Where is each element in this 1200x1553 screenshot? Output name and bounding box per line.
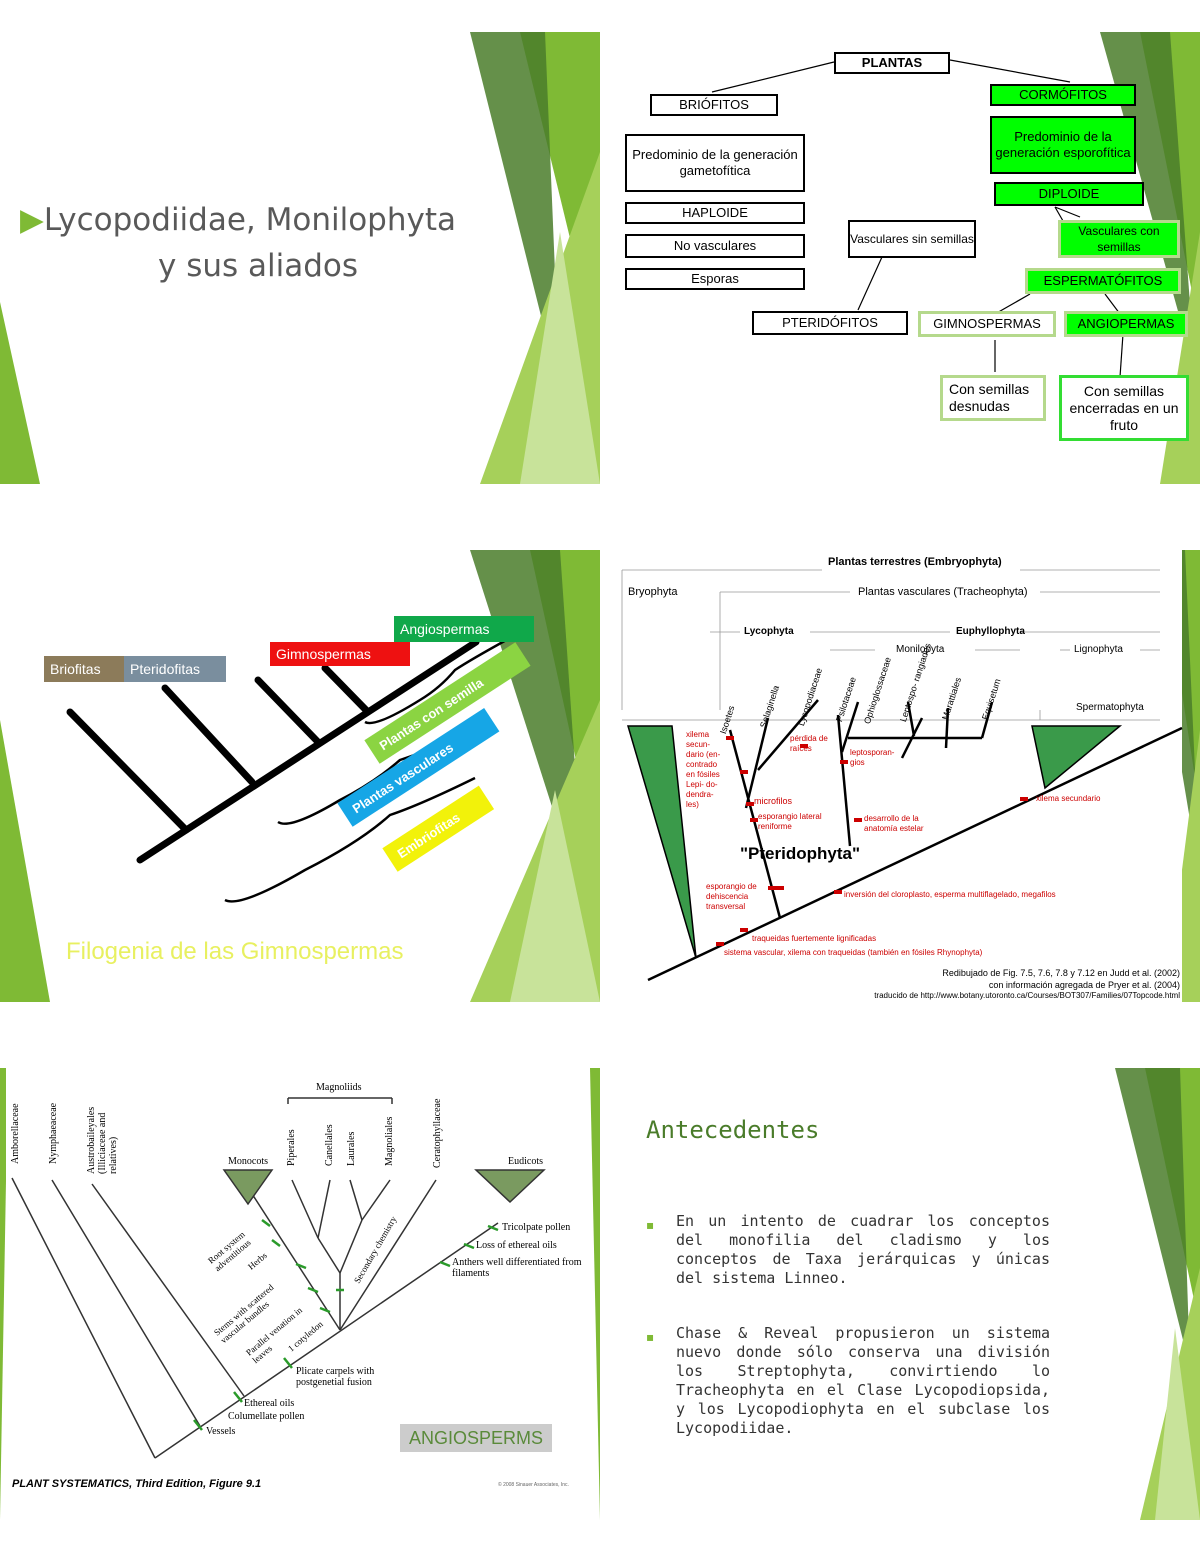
espermatofitos-box: ESPERMATÓFITOS <box>1025 268 1181 294</box>
slide-title-line1: ▶Lycopodiidae, Monilophyta <box>20 202 457 238</box>
con-semillas-encerradas-box: Con semillas encerradas en un fruto <box>1059 375 1189 441</box>
pteridophyta-label: "Pteridophyta" <box>740 844 861 863</box>
plantas-box: PLANTAS <box>834 52 950 74</box>
gimnospermas-tag: Gimnospermas <box>270 642 410 666</box>
slide-caption: Filogenia de las Gimnospermas <box>66 938 404 965</box>
monilophyta-label: Monilopyta <box>896 644 945 655</box>
slide-gymnosperm-phylogeny: Plantas con semilla Plantas vasculares E… <box>0 550 600 1002</box>
angiopermas-box: ANGIOPERMAS <box>1064 311 1188 337</box>
briofitos-box: BRIÓFITOS <box>650 94 778 116</box>
char-ethereal-oils: Ethereal oils <box>244 1398 295 1409</box>
figure-copyright: © 2008 Sinauer Associates, Inc. <box>498 1482 569 1488</box>
cormofitos-box: CORMÓFITOS <box>990 84 1136 106</box>
angiosperms-label: ANGIOSPERMS <box>400 1424 552 1452</box>
green-decoration <box>1115 1068 1200 1520</box>
section-heading: Antecedentes <box>646 1116 820 1144</box>
cladogram: Plantas con semilla Plantas vasculares E… <box>66 636 531 903</box>
triangle-bullet-icon: ▶ <box>20 202 44 238</box>
monocots-label: Monocots <box>228 1156 268 1167</box>
tracheophyta-label: Plantas vasculares (Tracheophyta) <box>858 586 1028 598</box>
char-perdida-raices: pérdida de raíces <box>790 734 828 753</box>
slide-angiosperm-phylogeny: Amborellaceae Nymphaeaceae Austrobaileya… <box>0 1068 600 1520</box>
vasculares-sin-semillas-box: Vasculares sin semillas <box>848 220 976 258</box>
pteridophyta-tree <box>621 569 1183 982</box>
bullet-icon: ▪ <box>646 1218 655 1232</box>
vasculares-con-semillas-box: Vasculares con semillas <box>1058 220 1180 258</box>
diploide-box: DIPLOIDE <box>994 182 1144 206</box>
char-loss-ethereal-oils: Loss of ethereal oils <box>476 1240 557 1251</box>
char-desarrollo-estelar: desarrollo de la anatomía estelar <box>864 814 924 833</box>
taxon-nymphaeaceae: Nymphaeaceae <box>48 1102 59 1164</box>
char-esporangio-lateral: esporangio lateral reniforme <box>758 812 822 831</box>
embryophyta-label: Plantas terrestres (Embryophyta) <box>828 556 1002 568</box>
haploide-box: HAPLOIDE <box>625 202 805 224</box>
slide-title-line2: y sus aliados <box>158 248 359 284</box>
credit-line3: traducido de http://www.botany.utoronto.… <box>874 991 1180 1000</box>
char-vessels: Vessels <box>206 1426 236 1437</box>
char-traqueidas: traqueidas fuertemente lignificadas <box>752 934 877 943</box>
bullet-icon: ▪ <box>646 1330 655 1344</box>
figure-footer: PLANT SYSTEMATICS, Third Edition, Figure… <box>12 1478 262 1490</box>
char-sistema-vascular: sistema vascular, xilema con traqueidas … <box>724 948 983 957</box>
credit-line1: Redibujado de Fig. 7.5, 7.6, 7.8 y 7.12 … <box>942 968 1180 978</box>
char-inversion-cloroplasto: inversión del cloroplasto, esperma multi… <box>844 890 1056 899</box>
taxon-amborellaceae: Amborellaceae <box>10 1103 21 1164</box>
bryophyta-label: Bryophyta <box>628 586 678 598</box>
char-leptosporangios: leptosporan- gios <box>850 748 895 767</box>
char-esporangio-dehiscencia: esporangio de dehiscencia transversal <box>706 882 757 911</box>
pteridofitas-tag: Pteridofitas <box>124 656 226 682</box>
con-semillas-desnudas-box: Con semillas desnudas <box>940 375 1046 421</box>
taxon-ceratophyllaceae: Ceratophyllaceae <box>432 1098 443 1168</box>
slide-antecedentes: Antecedentes ▪ En un intento de cuadrar … <box>600 1068 1200 1520</box>
pteridofitos-box: PTERIDÓFITOS <box>752 311 908 335</box>
char-microfilos: microfilos <box>754 796 793 806</box>
taxon-piperales: Piperales <box>286 1129 297 1166</box>
euphyllophyta-label: Euphyllophyta <box>956 626 1025 637</box>
figure-panel <box>622 550 1182 1002</box>
angiospermas-tag: Angiospermas <box>394 616 534 642</box>
bullet-paragraph-2: Chase & Reveal propusieron un sistema nu… <box>676 1324 1050 1437</box>
taxon-magnoliales: Magnoliales <box>384 1116 395 1166</box>
taxon-laurales: Laurales <box>346 1131 357 1166</box>
credit-line2: con información agregada de Pryer et al.… <box>988 980 1180 990</box>
char-plicate-carpels: Plicate carpels with postgenetial fusion <box>296 1366 375 1388</box>
esporas-box: Esporas <box>625 268 805 290</box>
spermatophyta-label: Spermatophyta <box>1076 702 1144 713</box>
taxon-canellales: Canellales <box>324 1124 335 1166</box>
taxon-austrobaileyales: Austrobaileyales (Illiciaceae and relati… <box>86 1106 119 1174</box>
plantas-vasculares-label: Plantas vasculares <box>350 740 456 816</box>
no-vasculares-box: No vasculares <box>625 234 805 258</box>
lignophyta-label: Lignophyta <box>1074 644 1123 655</box>
char-xilema-fosiles: xilema secun- dario (en- contrado en fós… <box>686 730 721 809</box>
predominio-gametofitica-box: Predominio de la generación gametofítica <box>625 134 805 192</box>
green-decoration <box>0 32 600 484</box>
char-xilema-secundario: xilema secundario <box>1036 794 1101 803</box>
predominio-esporofitica-box: Predominio de la generación esporofítica <box>990 116 1136 174</box>
slide-plant-classification: PLANTAS BRIÓFITOS CORMÓFITOS Predominio … <box>600 32 1200 484</box>
char-columellate-pollen: Columellate pollen <box>228 1411 305 1422</box>
eudicots-label: Eudicots <box>508 1156 543 1167</box>
magnoliids-label: Magnoliids <box>316 1082 362 1093</box>
briofitas-tag: Briofitas <box>44 656 124 682</box>
char-tricolpate-pollen: Tricolpate pollen <box>502 1222 571 1233</box>
angiosperm-tree <box>11 1097 546 1459</box>
bullet-paragraph-1: En un intento de cuadrar los conceptos d… <box>676 1212 1050 1287</box>
slide-title: ▶Lycopodiidae, Monilophyta y sus aliados <box>0 32 600 484</box>
gimnospermas-box: GIMNOSPERMAS <box>918 311 1056 337</box>
slide-pteridophyta-cladogram: Plantas terrestres (Embryophyta) Bryophy… <box>600 550 1200 1002</box>
lycophyta-label: Lycophyta <box>744 626 794 637</box>
char-anthers: Anthers well differentiated from filamen… <box>452 1257 582 1279</box>
